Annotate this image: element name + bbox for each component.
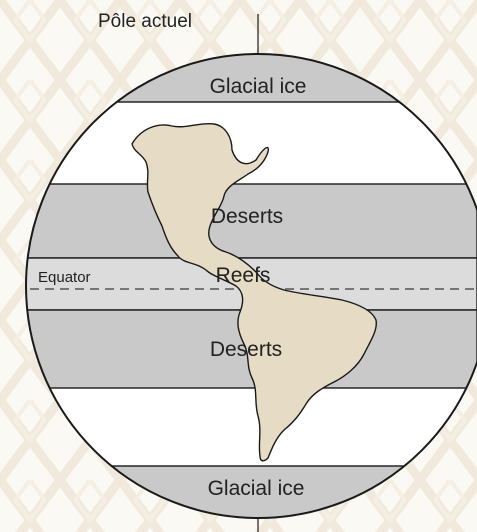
top-glacial-ice-label: Glacial ice bbox=[210, 75, 307, 98]
reefs-label: Reefs bbox=[216, 264, 271, 287]
north-deserts-label: Deserts bbox=[211, 205, 283, 228]
americas-continent-icon bbox=[131, 122, 378, 462]
south-deserts-label: Deserts bbox=[210, 338, 282, 361]
bottom-glacial-ice-label: Glacial ice bbox=[208, 477, 305, 500]
equator-label: Equator bbox=[38, 269, 91, 286]
pole-label: Pôle actuel bbox=[98, 11, 192, 32]
globe-outline bbox=[25, 53, 477, 519]
